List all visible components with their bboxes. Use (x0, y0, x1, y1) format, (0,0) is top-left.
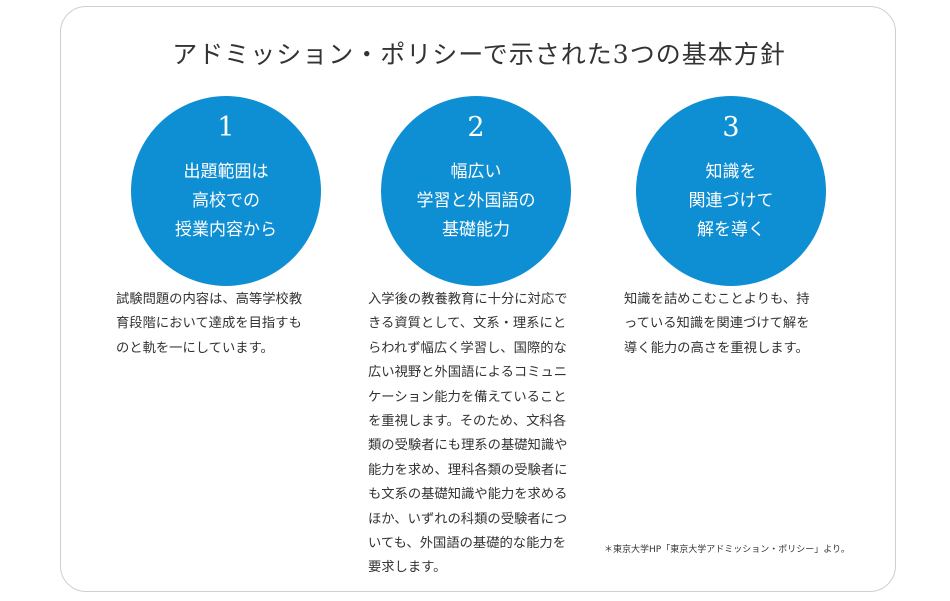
policy-number: 2 (467, 112, 485, 143)
page-title: アドミッション・ポリシーで示された3つの基本方針 (172, 40, 786, 69)
policy-circle-3: 3 知識を 関連づけて 解を導く (636, 96, 826, 286)
policy-heading-line: 基礎能力 (442, 220, 510, 240)
description-line: いても、外国語の基礎的な能力を (368, 536, 566, 552)
policy-description-3: 知識を詰めこむことよりも、持 っている知識を関連づけて解を 導く能力の高さを重視… (624, 288, 844, 361)
policy-heading: 出題範囲は 高校での 授業内容から (131, 158, 321, 245)
policy-heading-line: 知識を (705, 162, 757, 182)
policy-heading-line: 幅広い (450, 162, 502, 182)
description-line: らわれず幅広く学習し、国際的な (368, 340, 567, 356)
description-line: っている知識を関連づけて解を (624, 316, 810, 332)
policy-description-2: 入学後の教養教育に十分に対応で きる資質として、文系・理系にと らわれず幅広く学… (368, 288, 603, 581)
policy-heading-line: 関連づけて (688, 191, 774, 211)
description-line: を重視します。そのため、文科各 (368, 414, 567, 430)
description-line: も文系の基礎知識や能力を求める (368, 487, 568, 503)
description-line: ほか、いずれの科類の受験者につ (368, 511, 568, 527)
policy-heading-line: 解を導く (697, 220, 765, 240)
description-line: 能力を求め、理科各類の受験者に (368, 462, 568, 478)
policy-heading-line: 学習と外国語の (416, 191, 536, 211)
description-line: きる資質として、文系・理系にと (368, 316, 567, 332)
description-line: 育段階において達成を目指すも (116, 316, 302, 332)
policy-card: アドミッション・ポリシーで示された3つの基本方針 1 出題範囲は 高校での 授業… (60, 6, 896, 592)
policy-number: 3 (722, 112, 740, 143)
description-line: 導く能力の高さを重視します。 (624, 340, 809, 356)
policy-heading: 幅広い 学習と外国語の 基礎能力 (381, 158, 571, 245)
source-note: ＊東京大学HP「東京大学アドミッション・ポリシー」より。 (604, 545, 850, 555)
description-line: 入学後の教養教育に十分に対応で (368, 292, 568, 307)
policy-heading-line: 出題範囲は (183, 162, 269, 182)
policy-circle-1: 1 出題範囲は 高校での 授業内容から (131, 96, 321, 286)
description-line: 試験問題の内容は、高等学校教 (116, 292, 303, 307)
description-line: のと軌を一にしています。 (116, 340, 274, 356)
description-line: 知識を詰めこむことよりも、持 (624, 292, 810, 307)
description-line: 類の受験者にも理系の基礎知識や (368, 438, 568, 454)
description-line: 広い視野と外国語によるコミュニ (368, 365, 568, 381)
policy-heading: 知識を 関連づけて 解を導く (636, 158, 826, 245)
description-line: ケーション能力を備えていること (368, 389, 567, 405)
policy-description-1: 試験問題の内容は、高等学校教 育段階において達成を目指すも のと軌を一にしていま… (116, 288, 336, 361)
policy-number: 1 (217, 112, 235, 143)
description-line: 要求します。 (368, 560, 447, 576)
policy-circle-2: 2 幅広い 学習と外国語の 基礎能力 (381, 96, 571, 286)
policy-heading-line: 高校での (192, 191, 260, 211)
policy-heading-line: 授業内容から (175, 220, 277, 240)
